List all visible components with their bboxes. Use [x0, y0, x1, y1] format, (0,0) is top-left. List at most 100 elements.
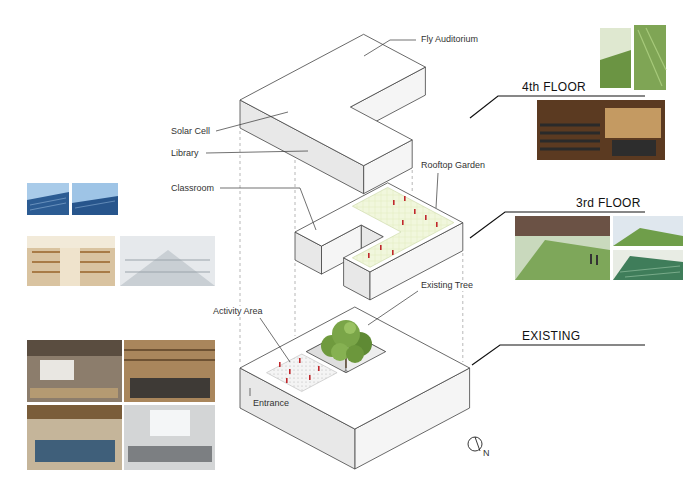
photo-thumbnail: [60, 248, 80, 286]
people-figures: [414, 209, 416, 214]
projection-guide: [240, 131, 241, 365]
people-figures: [368, 196, 438, 258]
north-arrow: [468, 437, 482, 451]
fourth-floor: [240, 34, 425, 165]
callout-label: Activity Area: [212, 306, 264, 317]
photo-thumbnail: [150, 410, 190, 436]
photo-thumbnail: [72, 183, 118, 215]
photo-thumbnail: [75, 201, 115, 208]
people-figures: [402, 220, 404, 225]
photo-thumbnail: [515, 25, 683, 280]
photo-thumbnail: [27, 405, 122, 470]
projection-guide: [295, 263, 296, 336]
floor-callout-line: [470, 96, 645, 365]
people-figures: [436, 222, 438, 227]
callout-label: Solar Cell: [170, 126, 211, 137]
existing-floor: [306, 371, 386, 413]
people-figures: [404, 196, 406, 201]
photo-thumbnail: [27, 192, 69, 215]
fourth-floor: [240, 34, 425, 193]
people-figures: [279, 362, 281, 367]
leader-line: [436, 173, 438, 208]
photo-thumbnail: [515, 240, 610, 280]
third-floor: [295, 183, 463, 272]
callout-label: Fly Auditorium: [420, 34, 479, 45]
photo-thumbnail: [124, 405, 215, 470]
callout-label: Classroom: [170, 183, 215, 194]
leader-line: [368, 291, 418, 325]
photo-thumbnail: [515, 216, 610, 280]
leader-line: [206, 40, 438, 396]
people-figures: [392, 250, 394, 255]
existing-tree: [332, 320, 360, 348]
photo-thumbnail: [130, 378, 210, 398]
photo-thumbnail: [27, 340, 122, 402]
existing-tree: [346, 345, 364, 363]
photo-thumbnail: [124, 350, 215, 360]
floor-label: 3rd FLOOR: [575, 196, 642, 210]
leader-line: [260, 318, 290, 362]
people-figures: [380, 245, 382, 250]
photo-thumbnail: [596, 255, 598, 265]
people-figures: [393, 200, 395, 205]
photo-thumbnail: [620, 266, 680, 277]
projection-guide: [412, 170, 413, 193]
floor-label: EXISTING: [521, 329, 581, 343]
callout-label: Rooftop Garden: [420, 160, 486, 171]
existing-tree: [321, 320, 372, 368]
callout-label: Existing Tree: [420, 280, 474, 291]
photo-thumbnail: [638, 28, 666, 86]
photo-thumbnail: [613, 250, 683, 280]
photo-thumbnail: [27, 340, 122, 356]
people-figures: [279, 358, 320, 383]
photo-thumbnail: [612, 140, 656, 156]
leader-line: [206, 151, 308, 153]
projection-guide: [462, 253, 463, 362]
north-arrow: [475, 437, 480, 451]
photo-thumbnail: [27, 236, 115, 286]
photo-thumbnail: [613, 216, 683, 246]
people-figures: [309, 375, 311, 380]
photo-thumbnail: [125, 260, 210, 272]
third-floor: [352, 187, 454, 267]
leader-line: [220, 188, 316, 230]
people-figures: [368, 253, 370, 258]
photo-thumbnail: [600, 50, 631, 88]
people-figures: [299, 358, 301, 363]
photo-thumbnail: [120, 236, 215, 286]
photo-thumbnail: [537, 100, 665, 160]
people-figures: [286, 378, 288, 383]
photo-thumbnail: [600, 28, 631, 88]
projection-guide: [295, 160, 296, 229]
photo-thumbnail: [120, 250, 215, 286]
north-label: N: [482, 448, 491, 459]
photo-thumbnail: [590, 254, 592, 264]
photo-thumbnail: [124, 340, 215, 402]
photo-thumbnail: [540, 125, 600, 149]
photo-thumbnail: [27, 236, 115, 248]
photo-thumbnail: [30, 388, 118, 398]
photo-thumbnail: [128, 446, 212, 462]
photo-thumbnail: [27, 405, 122, 419]
photo-thumbnail: [27, 183, 215, 470]
photo-thumbnail: [634, 25, 666, 90]
photo-thumbnail: [515, 216, 610, 236]
callout-label: Entrance: [252, 398, 290, 409]
photo-thumbnail: [72, 196, 118, 215]
callout-label: Library: [170, 148, 200, 159]
people-figures: [318, 366, 320, 371]
photo-thumbnail: [613, 256, 683, 280]
existing-tree: [344, 322, 356, 334]
north-arrow: [468, 437, 482, 451]
photo-thumbnail: [613, 228, 683, 246]
leader-line: [250, 388, 251, 396]
floor-callout-line: [470, 212, 645, 238]
photo-thumbnail: [35, 440, 115, 462]
leader-line: [216, 112, 288, 131]
existing-floor: [240, 307, 470, 429]
leader-line: [364, 40, 416, 56]
people-figures: [289, 369, 291, 374]
photo-thumbnail: [30, 198, 66, 210]
floor-callout-line: [472, 345, 645, 365]
